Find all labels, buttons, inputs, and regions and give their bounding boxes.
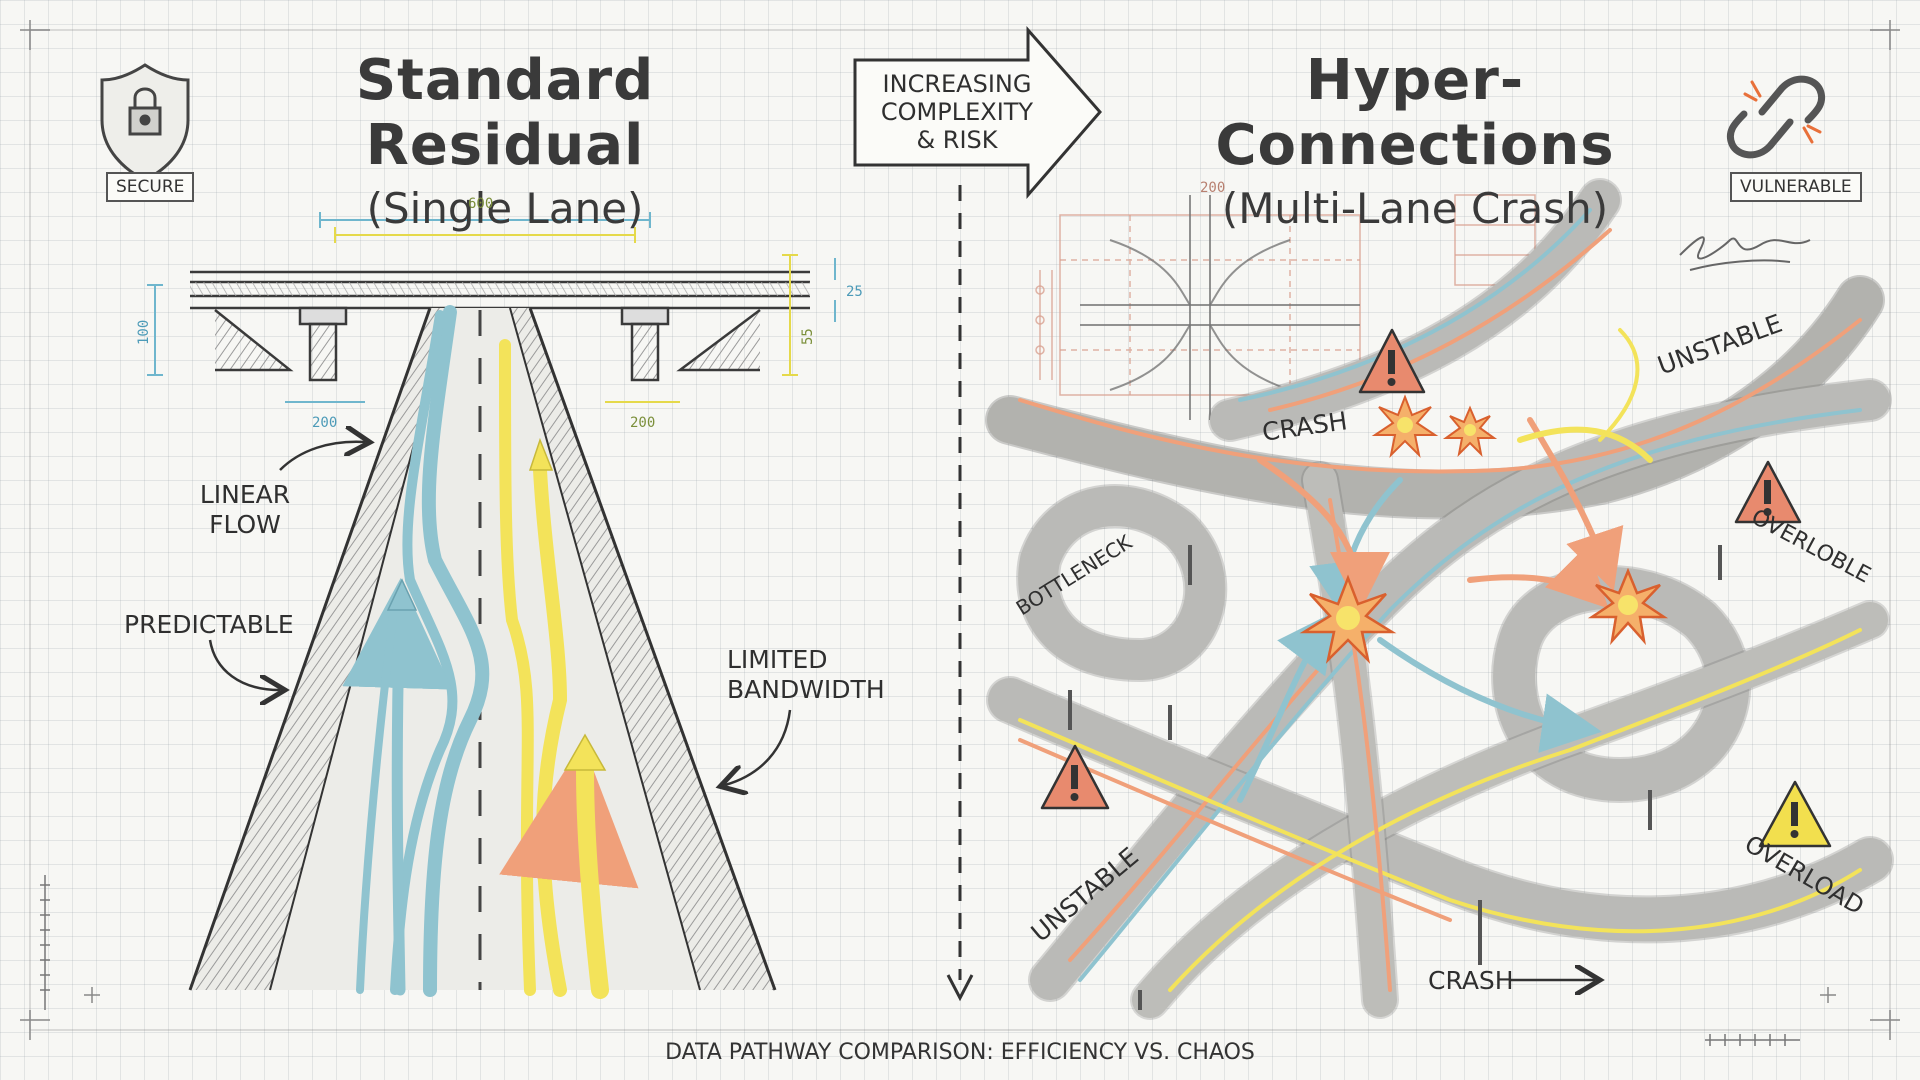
explosion-icon xyxy=(1371,394,1439,459)
overpass-pillars xyxy=(1068,545,1722,1010)
arrow-text-line-3: & RISK xyxy=(916,126,998,154)
right-subtitle: (Multi-Lane Crash) xyxy=(1221,184,1609,233)
warning-signs xyxy=(1040,328,1832,848)
shield-lock-icon xyxy=(100,63,190,182)
frame-corner-marks xyxy=(20,20,1900,1040)
explosion-icon xyxy=(1587,567,1669,646)
right-title-block: Hyper-Connections (Multi-Lane Crash) xyxy=(1115,48,1715,233)
explosion-icon xyxy=(1299,574,1397,664)
crash-bottom-label: CRASH xyxy=(1428,966,1514,995)
left-title: Standard Residual xyxy=(355,48,655,178)
linear-flow-line-1: LINEAR xyxy=(199,480,291,509)
broken-chain-icon xyxy=(1726,75,1826,159)
left-pier-dimension: 200 xyxy=(312,415,338,431)
warning-icon xyxy=(1040,744,1110,810)
linear-flow-line-2: FLOW xyxy=(209,510,281,539)
annotation-arrows xyxy=(208,442,1595,980)
warning-icon xyxy=(1358,328,1426,394)
warning-icon xyxy=(1758,780,1832,848)
blue-arrowheads xyxy=(386,578,418,611)
span-dimension: 600 xyxy=(468,196,494,212)
secure-badge: SECURE xyxy=(106,172,195,202)
tangled-roads xyxy=(985,178,1894,1020)
arrow-text-line-2: COMPLEXITY xyxy=(880,98,1034,126)
complexity-arrow-label: INCREASING COMPLEXITY & RISK xyxy=(862,70,1052,154)
height-dimension: 100 xyxy=(136,319,152,345)
deck-dimension: 25 xyxy=(846,284,863,300)
right-title: Hyper-Connections xyxy=(1215,48,1615,178)
footer-caption: DATA PATHWAY COMPARISON: EFFICIENCY VS. … xyxy=(665,1040,1255,1065)
bridge-deck xyxy=(190,270,810,382)
predictable-label: PREDICTABLE xyxy=(124,610,294,639)
edge-ruler xyxy=(40,875,1800,1046)
left-dimension-lines xyxy=(147,212,836,403)
yellow-flow-streams xyxy=(499,339,639,999)
right-pier-dimension: 200 xyxy=(630,415,656,431)
sketch-dimension: 200 xyxy=(1200,180,1226,196)
linear-flow-label: LINEAR FLOW xyxy=(190,480,300,540)
pier-height-dimension: 55 xyxy=(800,328,816,345)
arrow-text-line-1: INCREASING xyxy=(882,70,1032,98)
warning-icon xyxy=(1734,460,1802,524)
explosion-icon xyxy=(1442,405,1498,457)
interchange-blueprint-sketch xyxy=(1035,194,1536,420)
divider-line xyxy=(946,185,974,1002)
left-subtitle: (Single Lane) xyxy=(366,184,644,233)
crash-explosions xyxy=(1299,394,1669,664)
vulnerable-badge: VULNERABLE xyxy=(1730,172,1862,202)
limited-bandwidth-line-1: LIMITED xyxy=(727,645,828,674)
sketch-signature xyxy=(1679,236,1811,271)
left-title-block: Standard Residual (Single Lane) xyxy=(230,48,780,233)
limited-bandwidth-label: LIMITED BANDWIDTH xyxy=(727,645,885,705)
center-arrow xyxy=(853,26,1102,200)
blue-flow-streams xyxy=(342,305,490,997)
limited-bandwidth-line-2: BANDWIDTH xyxy=(727,675,885,704)
